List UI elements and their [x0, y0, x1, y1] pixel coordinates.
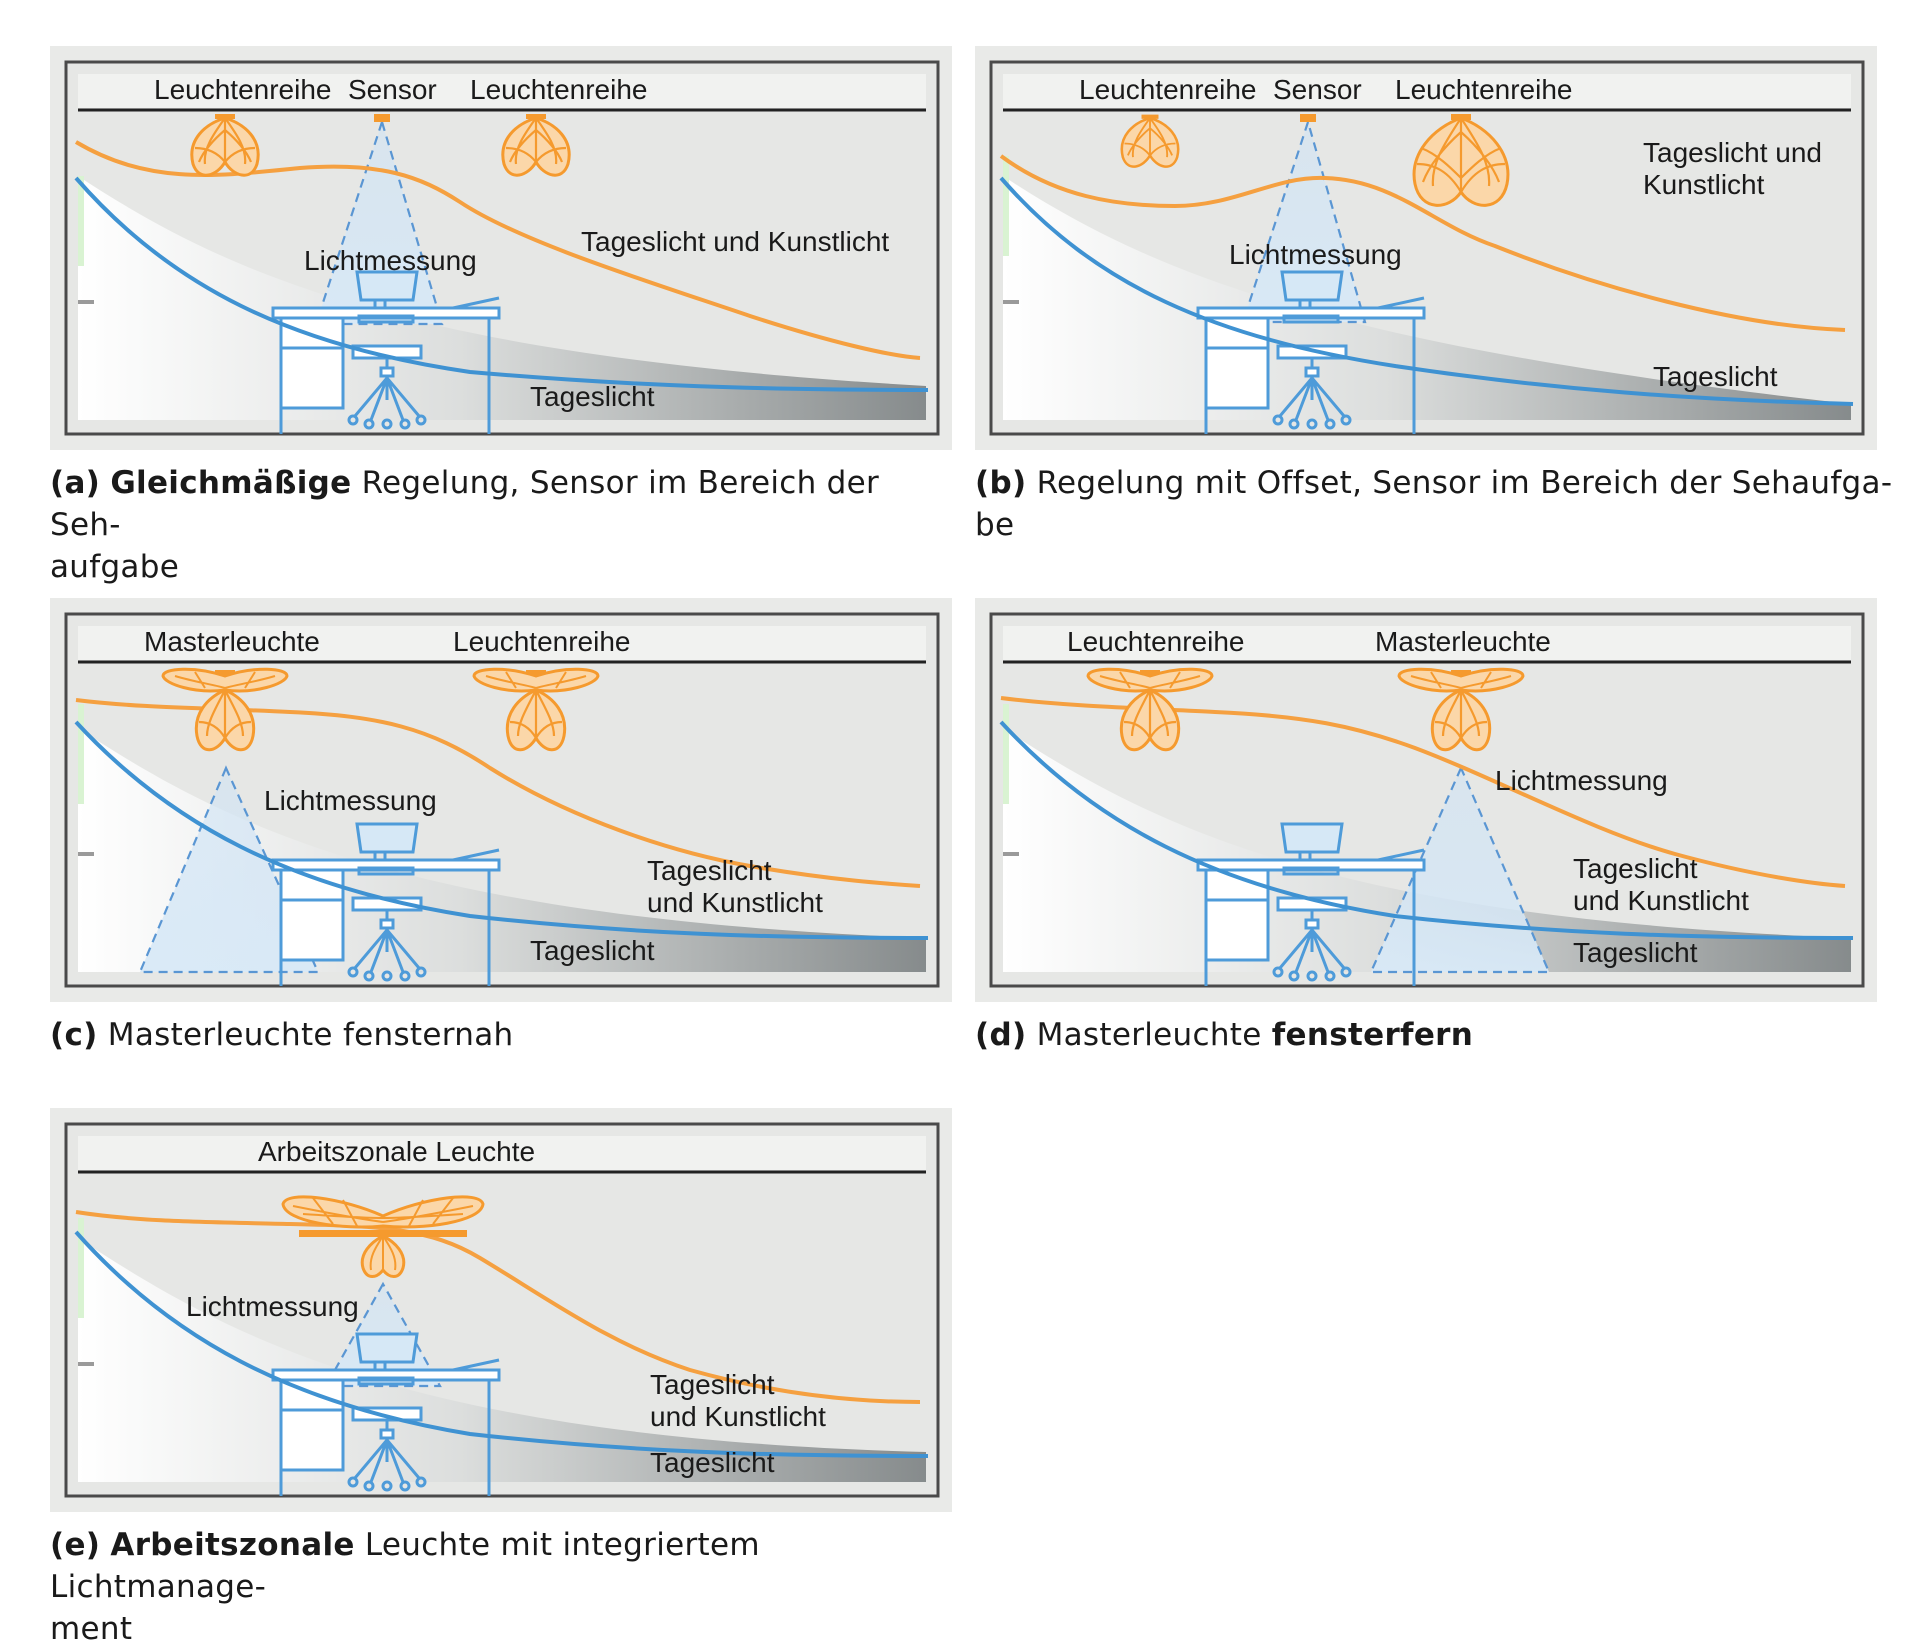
caption-e-bold: Arbeitszonale [110, 1527, 355, 1563]
caption-a-line2: aufgabe [50, 549, 180, 585]
label-day-art-2: und Kunstlicht [1573, 885, 1749, 916]
label-luminaire: Arbeitszonale Leuchte [258, 1136, 535, 1167]
label-day-art-2: Kunstlicht [1643, 169, 1765, 200]
daylight-curve [74, 176, 929, 392]
label-sensor: Sensor [348, 74, 437, 105]
caption-a-bold: Gleichmäßige [110, 465, 352, 501]
caption-b-line2: be [975, 507, 1015, 543]
diagram-c-svg: Masterleuchte Leuchtenreihe Lichtmessung… [50, 598, 952, 1002]
label-master: Masterleuchte [144, 626, 320, 657]
daylight-curve [999, 176, 1854, 406]
caption-a: (a) Gleichmäßige Regelung, Sensor im Ber… [50, 462, 950, 588]
diagram-d-svg: Leuchtenreihe Masterleuchte Lichtmessung… [975, 598, 1877, 1002]
caption-b: (b) Regelung mit Offset, Sensor im Berei… [975, 462, 1895, 546]
sensor-icon [374, 114, 390, 122]
label-row-right: Leuchtenreihe [470, 74, 647, 105]
diagram-panel-c: Masterleuchte Leuchtenreihe Lichtmessung… [50, 598, 952, 1002]
caption-a-line1: Regelung, Sensor im Bereich der Seh- [50, 465, 880, 543]
label-day-art-1: Tageslicht [647, 855, 772, 886]
daylight-curve [74, 720, 929, 940]
artificial-light-curve [999, 154, 1846, 332]
daylight-curve [999, 720, 1854, 940]
label-day-art-1: Tageslicht und [1643, 137, 1822, 168]
label-daylight: Tageslicht [650, 1447, 775, 1478]
caption-d-plain: Masterleuchte [1026, 1017, 1272, 1053]
label-daylight: Tageslicht [530, 935, 655, 966]
label-daylight: Tageslicht [530, 381, 655, 412]
label-row-left: Leuchtenreihe [1079, 74, 1256, 105]
caption-a-letter: (a) [50, 465, 101, 501]
label-row: Leuchtenreihe [453, 626, 630, 657]
label-daylight: Tageslicht [1653, 361, 1778, 392]
diagram-panel-e: Arbeitszonale Leuchte Lichtmessung Tages… [50, 1108, 952, 1512]
label-row: Leuchtenreihe [1067, 626, 1244, 657]
sensor-icon [1300, 114, 1316, 122]
caption-b-letter: (b) [975, 465, 1027, 501]
label-row-right: Leuchtenreihe [1395, 74, 1572, 105]
caption-e-line2: ment [50, 1611, 133, 1647]
label-daylight: Tageslicht [1573, 937, 1698, 968]
caption-b-line1: Regelung mit Offset, Sensor im Bereich d… [1026, 465, 1893, 501]
label-sensor: Sensor [1273, 74, 1362, 105]
caption-e-line1: Leuchte mit integriertem Lichtmanage- [50, 1527, 760, 1605]
label-measurement: Lichtmessung [1229, 239, 1402, 270]
artificial-light-curve [75, 1210, 921, 1404]
diagram-panel-d: Leuchtenreihe Masterleuchte Lichtmessung… [975, 598, 1877, 1002]
label-measurement: Lichtmessung [186, 1291, 359, 1322]
label-day-art-1: Tageslicht [650, 1369, 775, 1400]
label-day-art-2: und Kunstlicht [647, 887, 823, 918]
label-row-left: Leuchtenreihe [154, 74, 331, 105]
caption-c-line1: Masterleuchte fensternah [97, 1017, 514, 1053]
label-measurement: Lichtmessung [1495, 765, 1668, 796]
artificial-light-curve [74, 140, 921, 360]
label-day-art-2: und Kunstlicht [650, 1401, 826, 1432]
caption-e: (e) Arbeitszonale Leuchte mit integriert… [50, 1524, 970, 1650]
diagram-panel-a: Leuchtenreihe Sensor Leuchtenreihe Licht… [50, 46, 952, 450]
diagram-a-svg: Leuchtenreihe Sensor Leuchtenreihe Licht… [50, 46, 952, 450]
caption-d-letter: (d) [975, 1017, 1027, 1053]
diagram-e-svg: Arbeitszonale Leuchte Lichtmessung Tages… [50, 1108, 952, 1512]
caption-d-bold: fensterfern [1271, 1017, 1474, 1053]
label-day-art: Tageslicht und Kunstlicht [581, 226, 889, 257]
label-measurement: Lichtmessung [264, 785, 437, 816]
label-master: Masterleuchte [1375, 626, 1551, 657]
caption-c-letter: (c) [50, 1017, 98, 1053]
diagram-b-svg: Leuchtenreihe Sensor Leuchtenreihe Licht… [975, 46, 1877, 450]
label-measurement: Lichtmessung [304, 245, 477, 276]
daylight-curve [74, 1230, 929, 1458]
label-day-art-1: Tageslicht [1573, 853, 1698, 884]
diagram-panel-b: Leuchtenreihe Sensor Leuchtenreihe Licht… [975, 46, 1877, 450]
caption-d: (d) Masterleuchte fensterfern [975, 1014, 1875, 1056]
caption-c: (c) Masterleuchte fensternah [50, 1014, 950, 1056]
caption-e-letter: (e) [50, 1527, 101, 1563]
